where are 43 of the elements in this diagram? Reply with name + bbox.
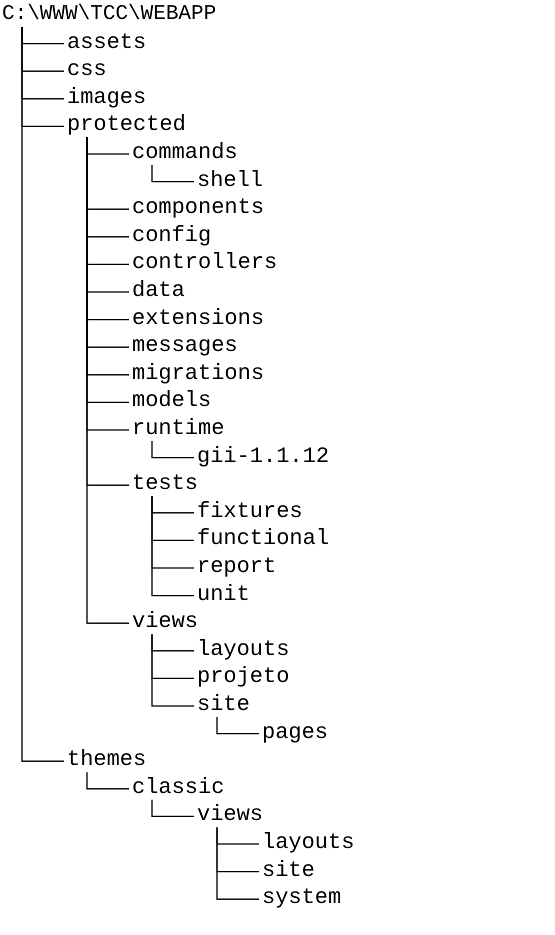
folder-name: runtime — [132, 417, 224, 441]
folder-name: fixtures — [197, 500, 303, 524]
folder-name: assets — [67, 30, 146, 55]
folder-name: system — [262, 886, 342, 910]
folder-name: themes — [67, 748, 146, 772]
folder-name: components — [132, 196, 264, 220]
folder-name: commands — [132, 141, 238, 165]
folder-name: config — [132, 224, 212, 248]
folder-name: classic — [132, 776, 224, 800]
folder-name: pages — [262, 720, 328, 745]
folder-name: site — [262, 858, 315, 883]
tree-connector — [216, 717, 259, 734]
tree-connector — [216, 827, 259, 900]
folder-name: functional — [197, 527, 330, 552]
folder-name: tests — [132, 472, 198, 496]
folder-name: migrations — [132, 362, 264, 386]
folder-name: gii-1.1.12 — [197, 444, 330, 469]
folder-name: shell — [197, 168, 264, 193]
tree-connector — [151, 634, 194, 707]
folder-name: models — [132, 389, 212, 414]
folder-name: messages — [132, 334, 238, 358]
tree-connector — [21, 27, 64, 762]
folder-name: unit — [197, 582, 250, 607]
tree-connector — [151, 800, 194, 818]
folder-name: css — [67, 58, 107, 82]
tree-connector — [151, 165, 194, 182]
folder-name: controllers — [132, 251, 278, 276]
folder-name: images — [67, 86, 146, 110]
folder-name: protected — [67, 113, 186, 138]
folder-path: C:\WWW\TCC\WEBAPP — [2, 3, 216, 27]
folder-name: report — [197, 555, 276, 579]
tree-connector — [151, 496, 194, 596]
tree-connector — [86, 772, 129, 790]
folder-name: views — [132, 610, 198, 634]
folder-name: layouts — [262, 831, 354, 855]
folder-name: site — [197, 693, 250, 717]
tree-connector — [151, 441, 194, 458]
folder-name: extensions — [132, 306, 264, 331]
folder-name: projeto — [197, 665, 290, 690]
folder-name: data — [132, 279, 185, 303]
tree-connector — [86, 137, 129, 624]
folder-name: views — [197, 803, 264, 828]
folder-name: layouts — [197, 638, 290, 662]
